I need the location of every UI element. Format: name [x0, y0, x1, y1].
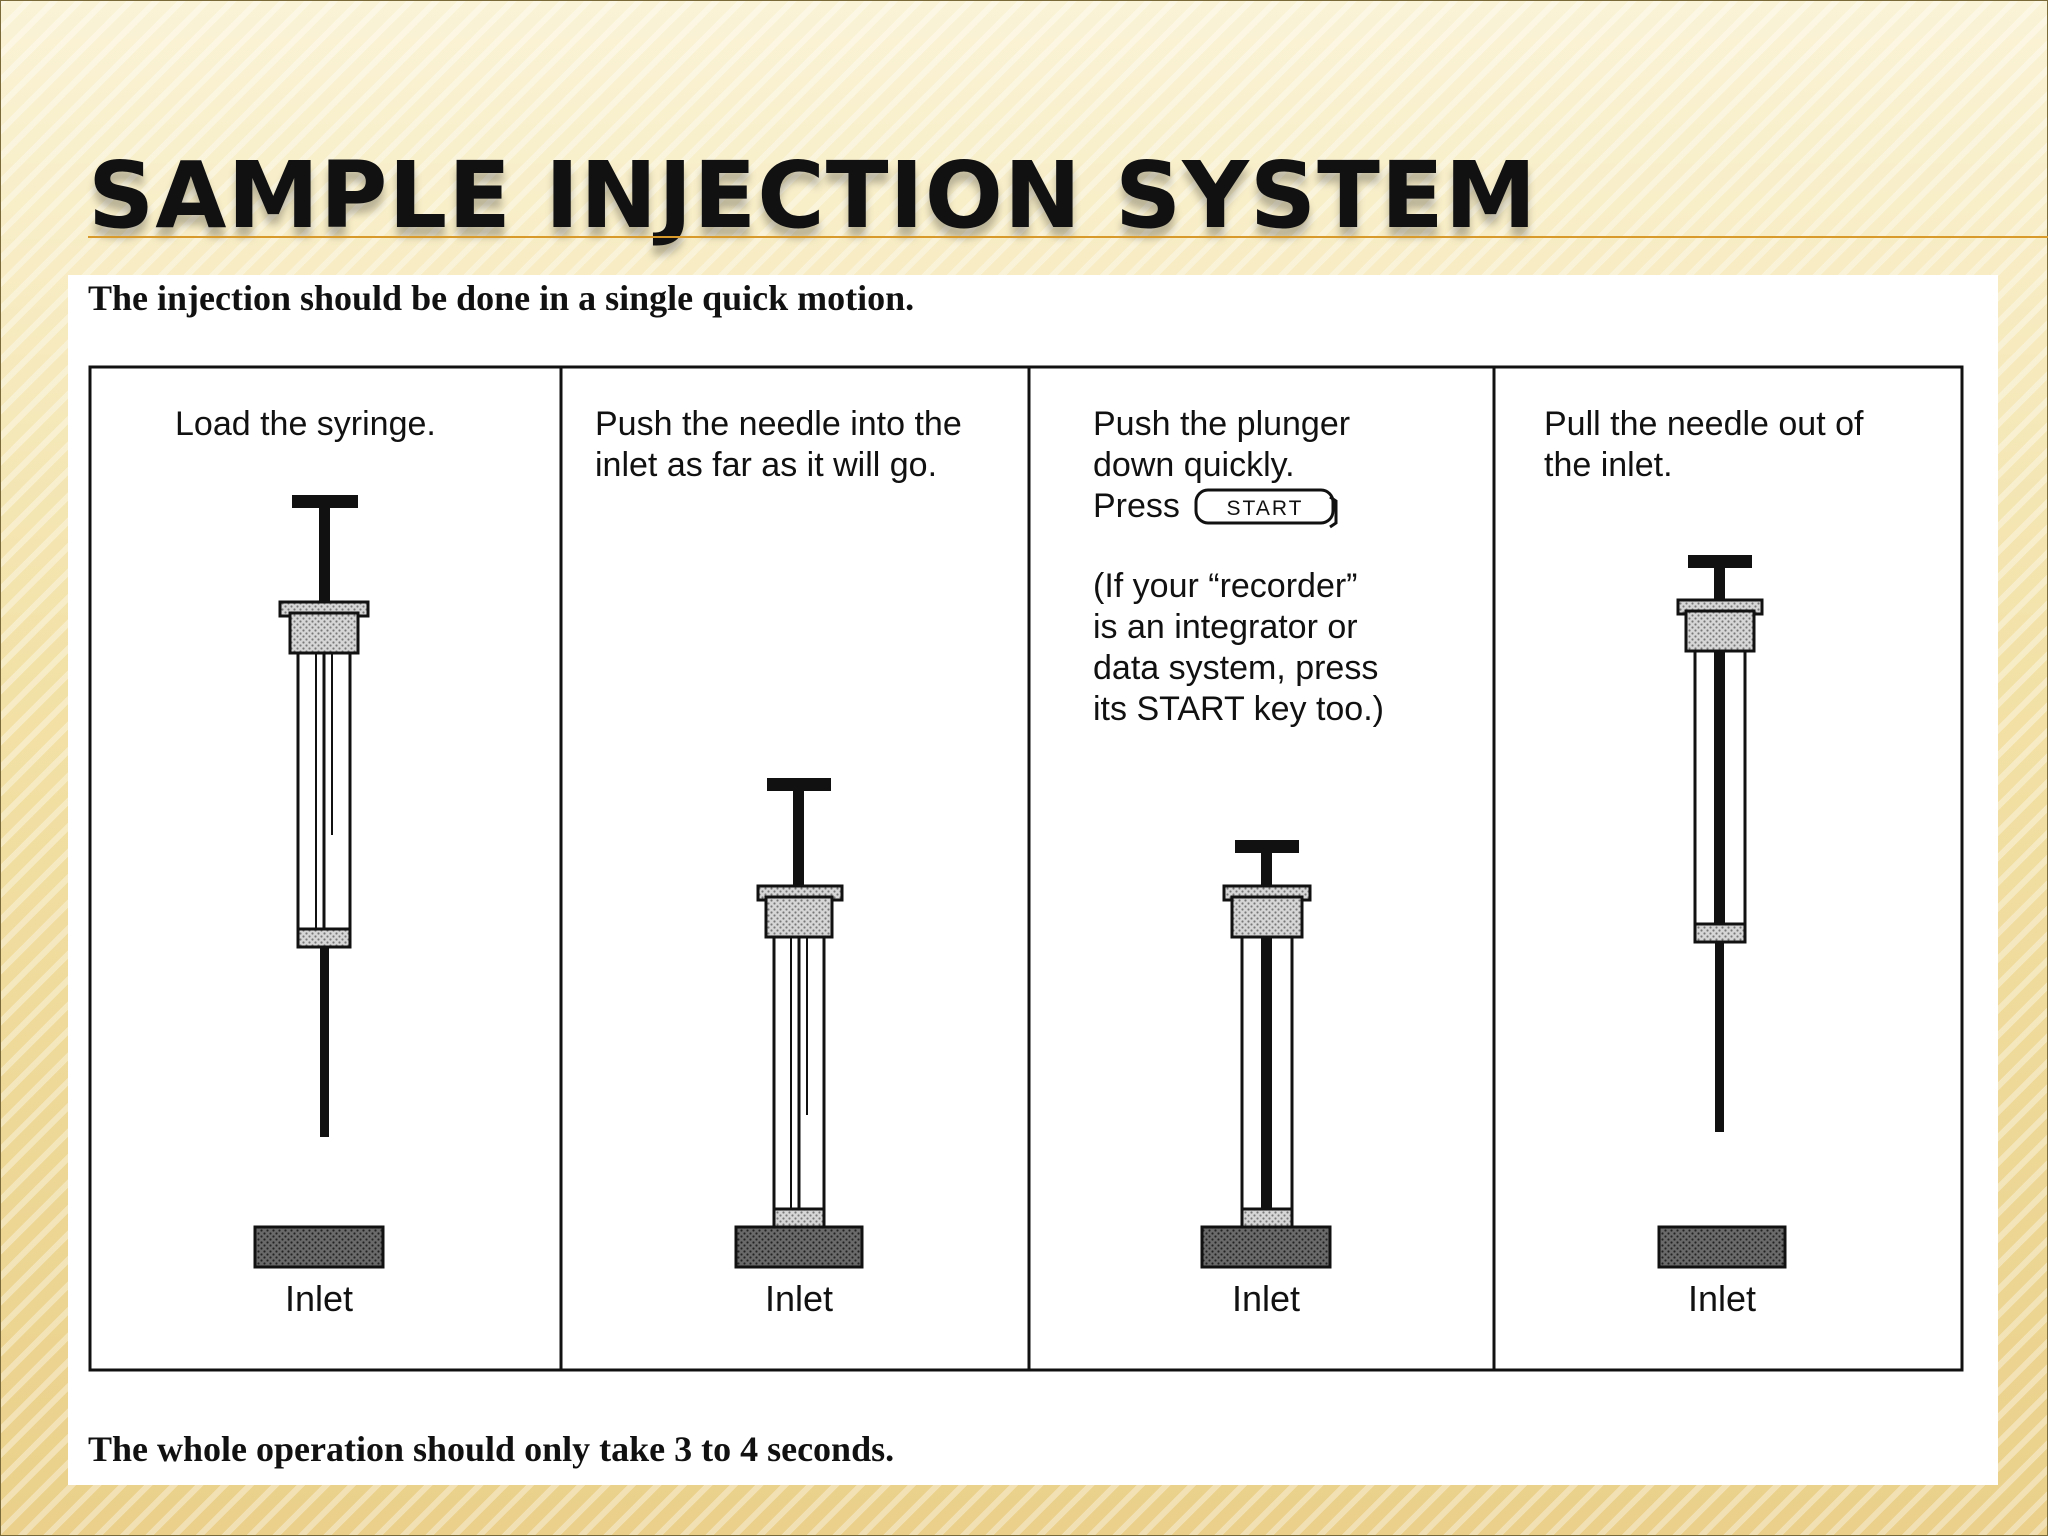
title-rule	[88, 236, 2048, 238]
step-2-text: Push the needle into the inlet as far as…	[595, 405, 971, 484]
injection-diagram: Load the syringe. Inlet Push the needle …	[88, 365, 1964, 1372]
start-key-label: START	[1227, 497, 1304, 520]
inlet-label: Inlet	[1688, 1278, 1756, 1319]
inlet-label: Inlet	[1232, 1278, 1300, 1319]
syringe-icon	[1222, 840, 1312, 1229]
syringe-icon	[278, 495, 370, 1137]
step-3: Push the plunger down quickly. Press STA…	[1093, 405, 1388, 1319]
caption-bottom: The whole operation should only take 3 t…	[88, 1429, 895, 1469]
step-3-note: (If your “recorder” is an integrator or …	[1093, 567, 1388, 728]
inlet-block	[1657, 1225, 1787, 1269]
start-key: START	[1194, 488, 1338, 529]
inlet-block	[253, 1225, 385, 1269]
steps-frame	[88, 365, 1964, 1372]
figure-panel: The injection should be done in a single…	[68, 275, 1998, 1485]
slide-title: SAMPLE INJECTION SYSTEM	[88, 142, 1538, 249]
syringe-icon	[1676, 555, 1764, 1132]
step-1-text: Load the syringe.	[175, 405, 436, 443]
caption-top: The injection should be done in a single…	[88, 278, 915, 318]
inlet-block	[734, 1225, 864, 1269]
syringe-icon	[756, 778, 844, 1229]
step-3-text: Push the plunger down quickly. Press	[1093, 405, 1360, 525]
inlet-label: Inlet	[285, 1278, 353, 1319]
step-1: Load the syringe. Inlet	[175, 405, 436, 1319]
step-2: Push the needle into the inlet as far as…	[595, 405, 971, 1319]
inlet-label: Inlet	[765, 1278, 833, 1319]
inlet-block	[1200, 1225, 1332, 1269]
step-4: Pull the needle out of the inlet. Inlet	[1544, 405, 1873, 1319]
step-4-text: Pull the needle out of the inlet.	[1544, 405, 1873, 484]
